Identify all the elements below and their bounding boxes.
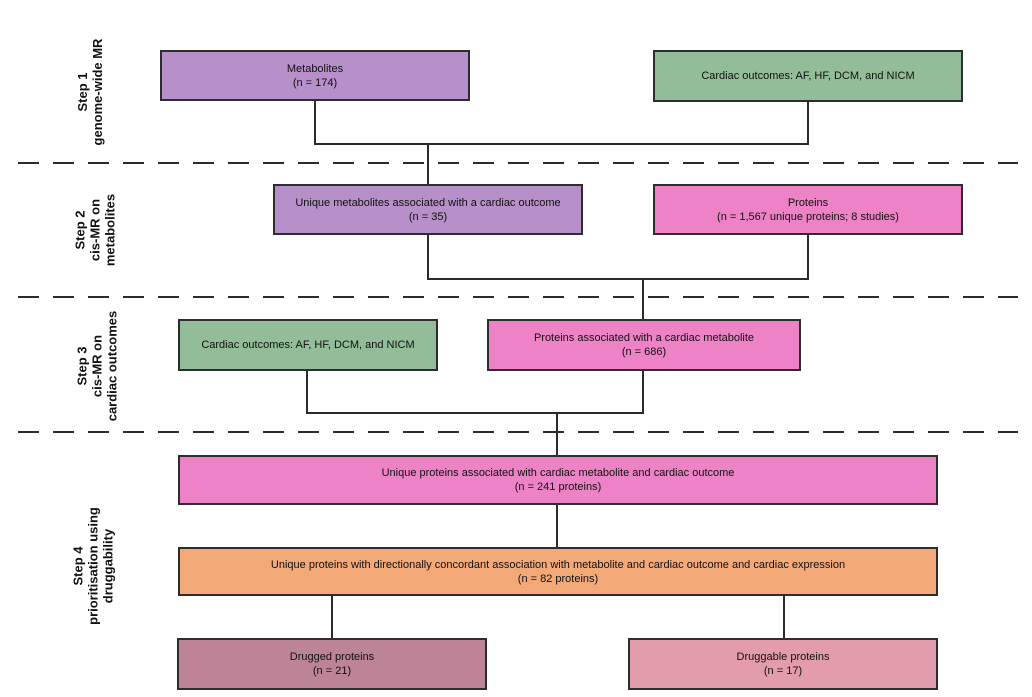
box-unique-metabolites-count: (n = 35) — [408, 210, 448, 223]
connector-to-drugged — [331, 596, 333, 638]
box-concordant-proteins-count: (n = 82 proteins) — [517, 572, 599, 585]
connector-step2-horizontal — [427, 278, 809, 280]
connector-step2-to-step3 — [642, 280, 644, 319]
box-proteins-title: Proteins — [787, 196, 829, 209]
box-proteins-metabolite-count: (n = 686) — [621, 346, 667, 358]
step4-label-line1: Step 4 — [70, 546, 86, 586]
box-unique-proteins: Unique proteins associated with cardiac … — [178, 455, 938, 505]
box-metabolites: Metabolites (n = 174) — [160, 50, 470, 101]
box-unique-proteins-title: Unique proteins associated with cardiac … — [381, 467, 735, 479]
box-concordant-proteins-title: Unique proteins with directionally conco… — [270, 558, 846, 571]
connector-cardiac2-down — [306, 371, 308, 414]
box-metabolites-title: Metabolites — [286, 62, 344, 75]
box-proteins: Proteins (n = 1,567 unique proteins; 8 s… — [653, 184, 963, 235]
step4-label: Step 4 prioritisation using druggability — [71, 507, 116, 625]
step3-label-line1: Step 3 — [74, 346, 90, 386]
connector-step3-horizontal — [306, 412, 644, 414]
connector-metabolites-down — [314, 101, 316, 145]
step1-label-line2: genome-wide MR — [90, 38, 105, 146]
box-concordant-proteins: Unique proteins with directionally conco… — [178, 547, 938, 596]
box-proteins-metabolite: Proteins associated with a cardiac metab… — [487, 319, 801, 371]
connector-proteins-down — [807, 235, 809, 280]
box-druggable-proteins-count: (n = 17) — [763, 665, 803, 677]
step2-label-line3: metabolites — [102, 193, 118, 267]
step3-label-line3: cardiac outcomes — [104, 310, 120, 422]
box-unique-metabolites-title: Unique metabolites associated with a car… — [295, 196, 561, 209]
step2-label: Step 2 cis-MR on metabolites — [73, 194, 118, 266]
step3-label: Step 3 cis-MR on cardiac outcomes — [75, 311, 120, 422]
box-cardiac-outcomes-step3: Cardiac outcomes: AF, HF, DCM, and NICM — [178, 319, 438, 371]
connector-cardiac1-down — [807, 101, 809, 145]
box-drugged-proteins: Drugged proteins (n = 21) — [177, 638, 487, 690]
connector-to-druggable — [783, 596, 785, 638]
connector-step1-horizontal — [314, 143, 809, 145]
box-cardiac-outcomes-step3-title: Cardiac outcomes: AF, HF, DCM, and NICM — [201, 339, 415, 351]
box-proteins-metabolite-title: Proteins associated with a cardiac metab… — [533, 332, 755, 344]
connector-proteins-metabolite-down — [642, 371, 644, 414]
step2-step3-divider — [18, 296, 1018, 298]
step1-label-line1: Step 1 — [75, 72, 90, 112]
step3-label-line2: cis-MR on — [89, 334, 105, 398]
box-druggable-proteins: Druggable proteins (n = 17) — [628, 638, 938, 690]
box-druggable-proteins-title: Druggable proteins — [736, 651, 830, 663]
step4-label-line2: prioritisation using — [85, 507, 101, 625]
box-proteins-count: (n = 1,567 unique proteins; 8 studies) — [717, 210, 899, 223]
box-cardiac-outcomes-step1-title: Cardiac outcomes: AF, HF, DCM, and NICM — [701, 70, 915, 82]
step2-label-line2: cis-MR on — [87, 198, 103, 262]
box-unique-proteins-count: (n = 241 proteins) — [514, 481, 602, 493]
box-metabolites-count: (n = 174) — [292, 76, 338, 89]
step4-label-line3: druggability — [100, 528, 116, 604]
step1-step2-divider — [18, 162, 1018, 164]
connector-step3-to-step4 — [556, 414, 558, 455]
step1-label: Step 1 genome-wide MR — [75, 39, 105, 146]
connector-unique-to-concordant — [556, 505, 558, 547]
connector-step1-to-step2 — [427, 145, 429, 184]
box-drugged-proteins-title: Drugged proteins — [289, 651, 375, 663]
box-unique-metabolites: Unique metabolites associated with a car… — [273, 184, 583, 235]
box-cardiac-outcomes-step1: Cardiac outcomes: AF, HF, DCM, and NICM — [653, 50, 963, 102]
step2-label-line1: Step 2 — [72, 210, 88, 250]
step3-step4-divider — [18, 431, 1018, 433]
connector-unique-metabolites-down — [427, 235, 429, 280]
box-drugged-proteins-count: (n = 21) — [312, 665, 352, 677]
